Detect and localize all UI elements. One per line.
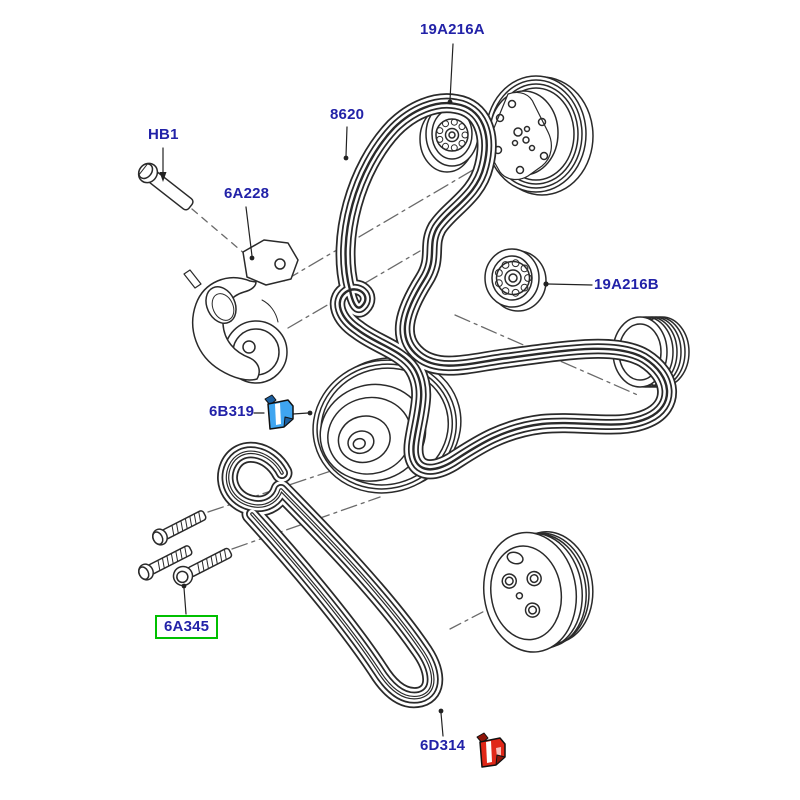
label-belt-tensioner[interactable]: 6A228 xyxy=(224,185,270,202)
drive-belt-lower-drawing xyxy=(228,452,433,697)
label-crankshaft-pulley-bolts-highlighted[interactable]: 6A345 xyxy=(155,615,219,639)
ac-compressor-clutch-drawing xyxy=(485,75,594,196)
fitting-callout-red-icon[interactable] xyxy=(476,732,506,768)
fitting-callout-blue-icon[interactable] xyxy=(264,394,294,430)
label-tensioner-bolt[interactable]: HB1 xyxy=(148,126,179,143)
drive-belt-upper-drawing xyxy=(340,103,667,469)
tensioner-bolt-drawing xyxy=(137,162,194,211)
label-idler-pulley-upper[interactable]: 19A216A xyxy=(420,21,485,38)
crankshaft-bolts-drawing xyxy=(138,510,233,587)
label-crankshaft-pulley-clip[interactable]: 6B319 xyxy=(209,403,255,420)
label-drive-belt-upper[interactable]: 8620 xyxy=(330,106,365,123)
label-idler-pulley-lower[interactable]: 19A216B xyxy=(594,276,659,293)
label-drive-belt-lower[interactable]: 6D314 xyxy=(420,737,466,754)
leader-lines xyxy=(159,43,593,737)
power-steering-pulley-drawing xyxy=(482,530,594,653)
belt-tensioner-drawing xyxy=(183,239,299,384)
idler-pulley-lower-drawing xyxy=(484,248,547,312)
